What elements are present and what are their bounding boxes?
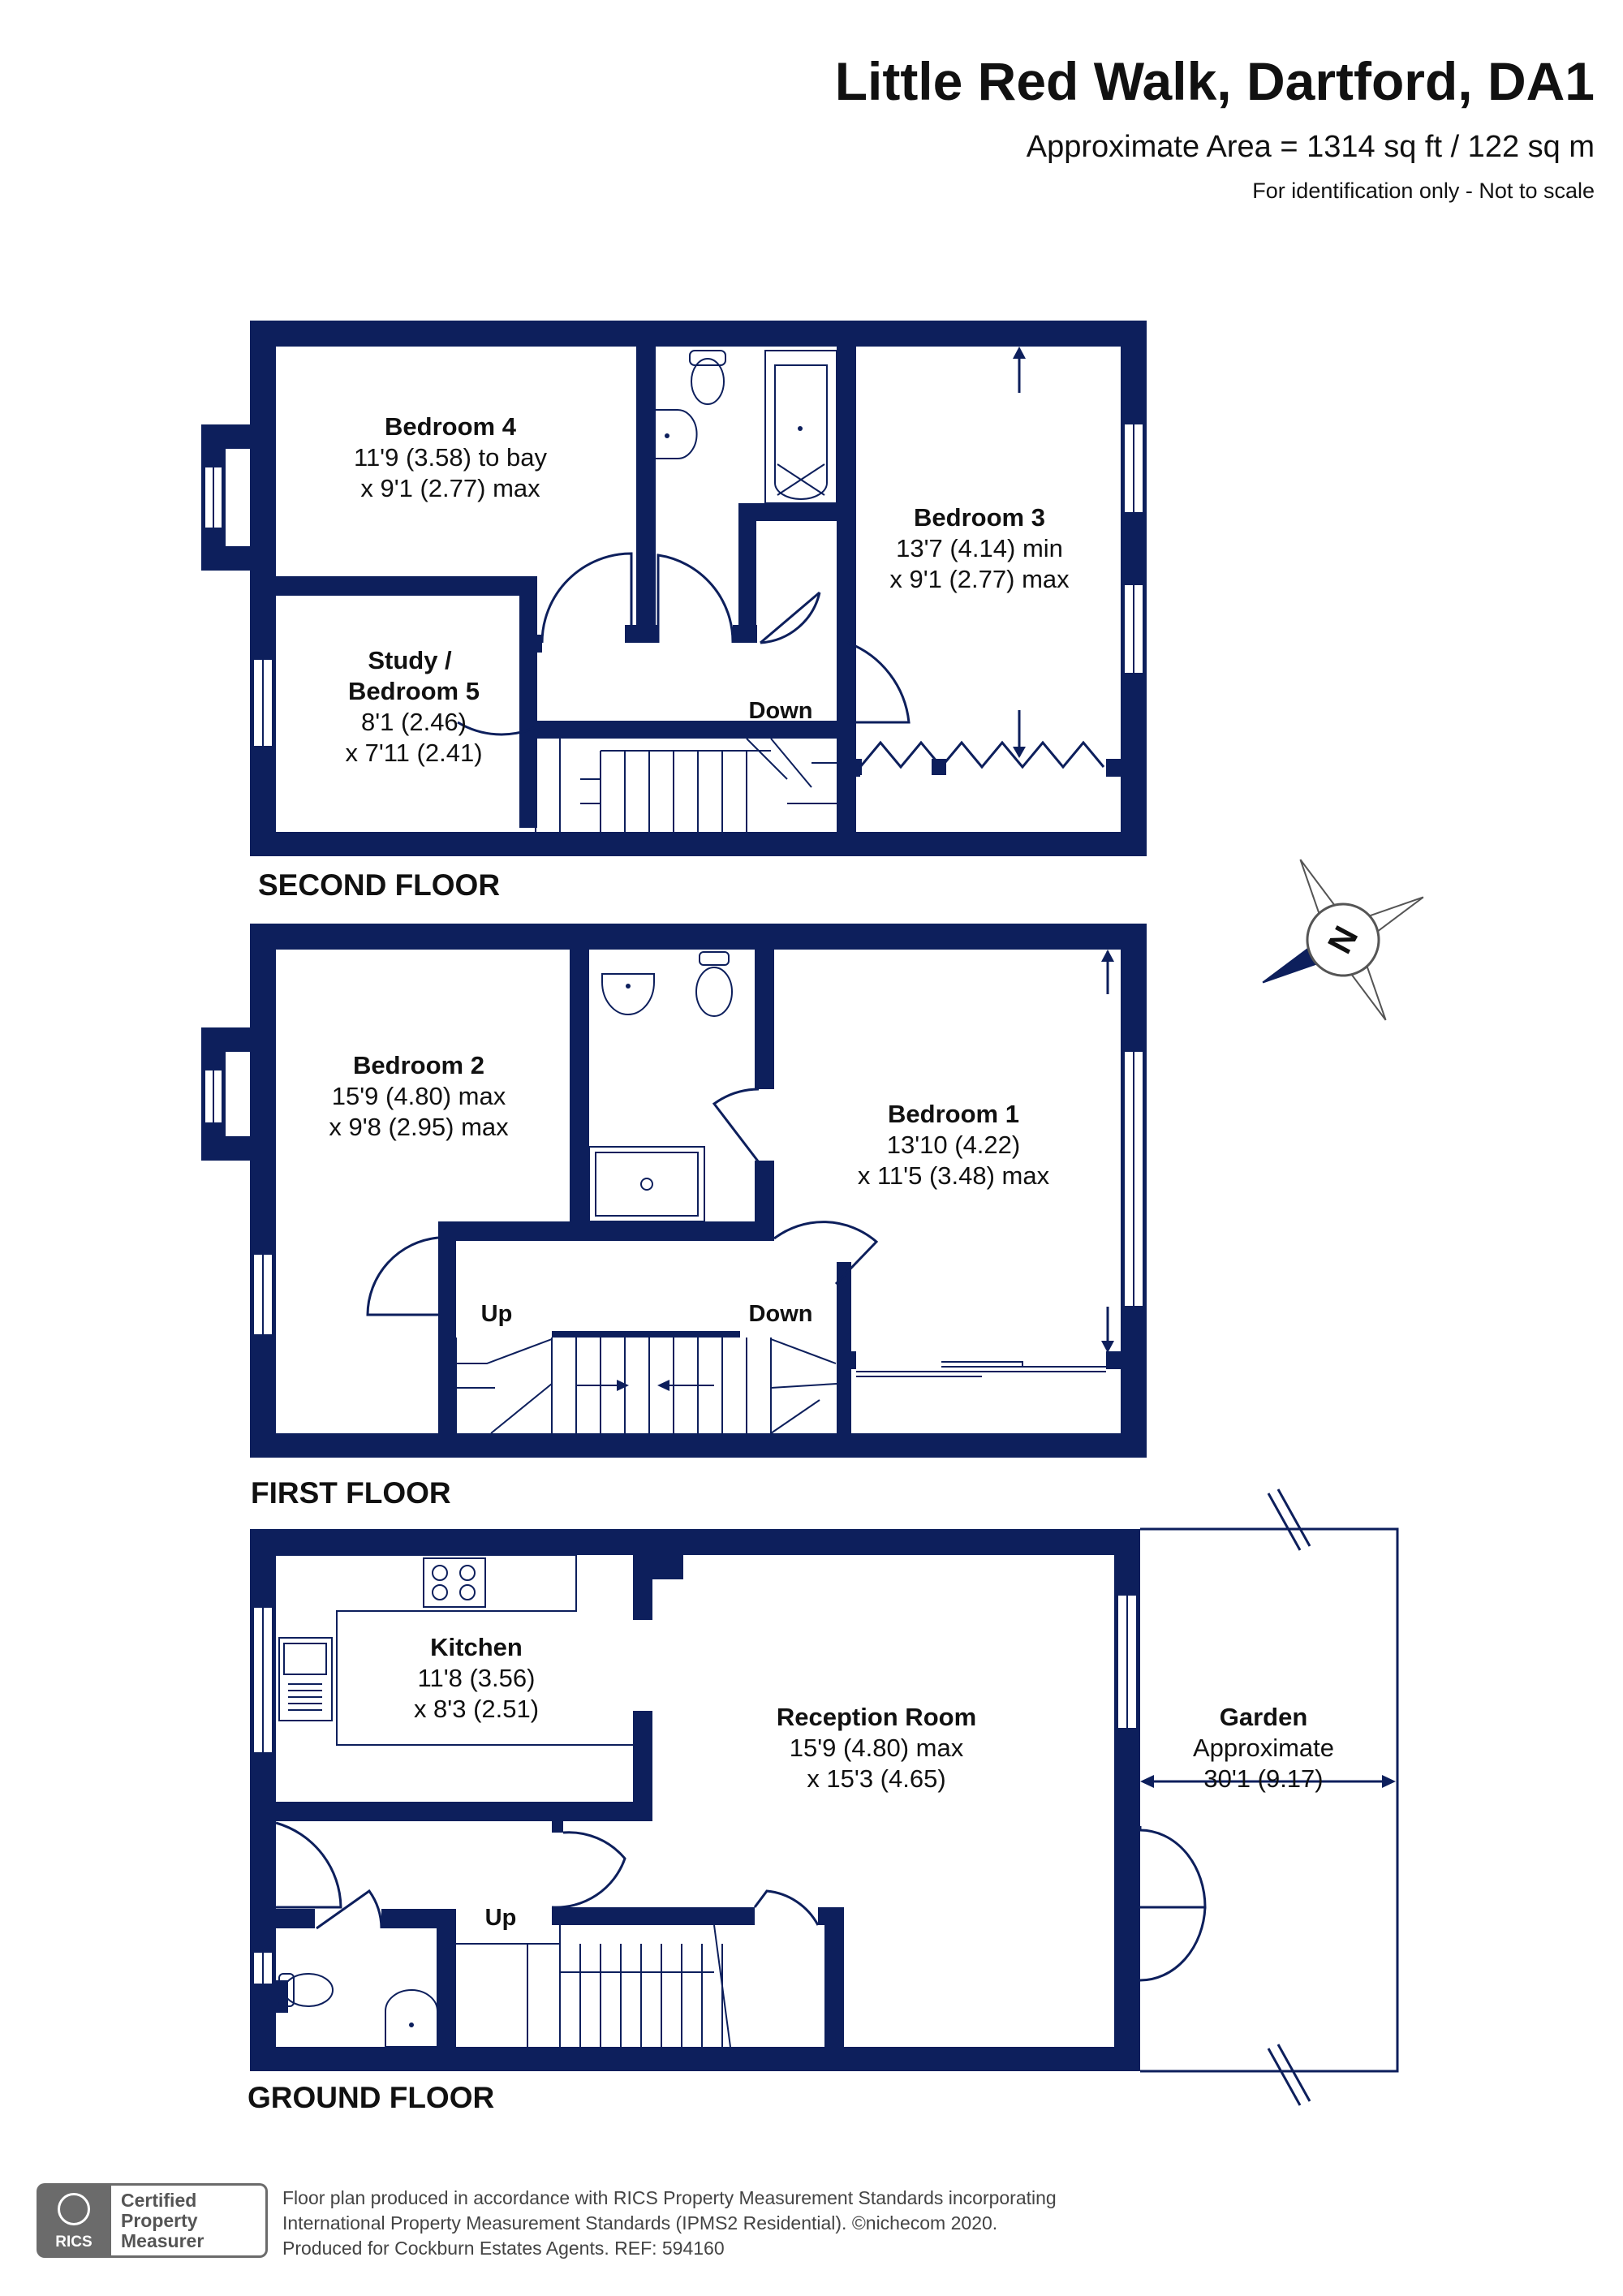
bedroom-4-dim1: 11'9 (3.58) to bay bbox=[354, 443, 547, 472]
reception-room-dim1: 15'9 (4.80) max bbox=[790, 1734, 964, 1762]
scale-note: For identification only - Not to scale bbox=[1252, 179, 1595, 203]
ground-floor-plan: Kitchen 11'8 (3.56) x 8'3 (2.51) Recepti… bbox=[248, 1488, 1399, 2114]
bedroom-3-dim1: 13'7 (4.14) min bbox=[896, 534, 1063, 562]
bedroom-4-name: Bedroom 4 bbox=[385, 412, 517, 441]
bedroom-2-name: Bedroom 2 bbox=[353, 1051, 484, 1079]
reception-room-dim2: x 15'3 (4.65) bbox=[807, 1764, 945, 1793]
rics-logo: RICS bbox=[37, 2183, 111, 2258]
bedroom-1-dim1: 13'10 (4.22) bbox=[887, 1131, 1020, 1159]
study-name-line2: Bedroom 5 bbox=[348, 677, 480, 705]
page-title: Little Red Walk, Dartford, DA1 bbox=[834, 51, 1595, 111]
north-arrow-icon bbox=[1262, 859, 1424, 1021]
study-dim1: 8'1 (2.46) bbox=[361, 708, 467, 736]
second-floor-stairs-down: Down bbox=[749, 698, 813, 724]
bedroom-4-dim2: x 9'1 (2.77) max bbox=[360, 474, 540, 502]
garden-dim2: 30'1 (9.17) bbox=[1203, 1764, 1323, 1793]
second-floor-plan: Bedroom 4 11'9 (3.58) to bay x 9'1 (2.77… bbox=[201, 321, 1147, 902]
footer-line-1: Floor plan produced in accordance with R… bbox=[282, 2187, 1057, 2208]
second-floor-label: SECOND FLOOR bbox=[258, 868, 500, 902]
first-floor-label: FIRST FLOOR bbox=[251, 1476, 451, 1510]
ground-floor-stairs-up: Up bbox=[485, 1905, 517, 1931]
footer-disclaimer: Floor plan produced in accordance with R… bbox=[282, 2186, 1057, 2261]
bedroom-1-name: Bedroom 1 bbox=[888, 1100, 1019, 1128]
rics-certified-badge: RICS Certified Property Measurer bbox=[37, 2183, 268, 2258]
bedroom-1-dim2: x 11'5 (3.48) max bbox=[858, 1161, 1050, 1190]
first-floor-stairs-down: Down bbox=[749, 1301, 813, 1327]
kitchen-dim1: 11'8 (3.56) bbox=[418, 1664, 536, 1692]
study-name-line1: Study / bbox=[368, 646, 452, 674]
badge-line-1: Certified bbox=[121, 2190, 197, 2211]
kitchen-dim2: x 8'3 (2.51) bbox=[414, 1695, 539, 1723]
approximate-area: Approximate Area = 1314 sq ft / 122 sq m bbox=[1026, 130, 1595, 164]
rics-crest-icon bbox=[58, 2193, 90, 2225]
bedroom-2-dim2: x 9'8 (2.95) max bbox=[329, 1113, 509, 1141]
first-floor-plan: Bedroom 2 15'9 (4.80) max x 9'8 (2.95) m… bbox=[201, 924, 1147, 1510]
footer-line-2: International Property Measurement Stand… bbox=[282, 2212, 998, 2234]
garden-name: Garden bbox=[1220, 1703, 1308, 1731]
kitchen-name: Kitchen bbox=[430, 1633, 523, 1661]
rics-logo-label: RICS bbox=[55, 2234, 93, 2251]
bedroom-3-dim2: x 9'1 (2.77) max bbox=[889, 565, 1070, 593]
rics-badge-text: Certified Property Measurer bbox=[111, 2183, 268, 2258]
study-dim2: x 7'11 (2.41) bbox=[345, 739, 482, 767]
first-floor-stairs-up: Up bbox=[481, 1301, 513, 1327]
reception-room-name: Reception Room bbox=[777, 1703, 976, 1731]
ground-floor-label: GROUND FLOOR bbox=[248, 2081, 494, 2114]
garden-dim1: Approximate bbox=[1193, 1734, 1334, 1762]
badge-line-2: Property bbox=[121, 2210, 198, 2231]
badge-line-3: Measurer bbox=[121, 2230, 204, 2251]
bedroom-2-dim1: 15'9 (4.80) max bbox=[332, 1082, 506, 1110]
footer-line-3: Produced for Cockburn Estates Agents. RE… bbox=[282, 2238, 725, 2259]
bedroom-3-name: Bedroom 3 bbox=[914, 503, 1045, 532]
